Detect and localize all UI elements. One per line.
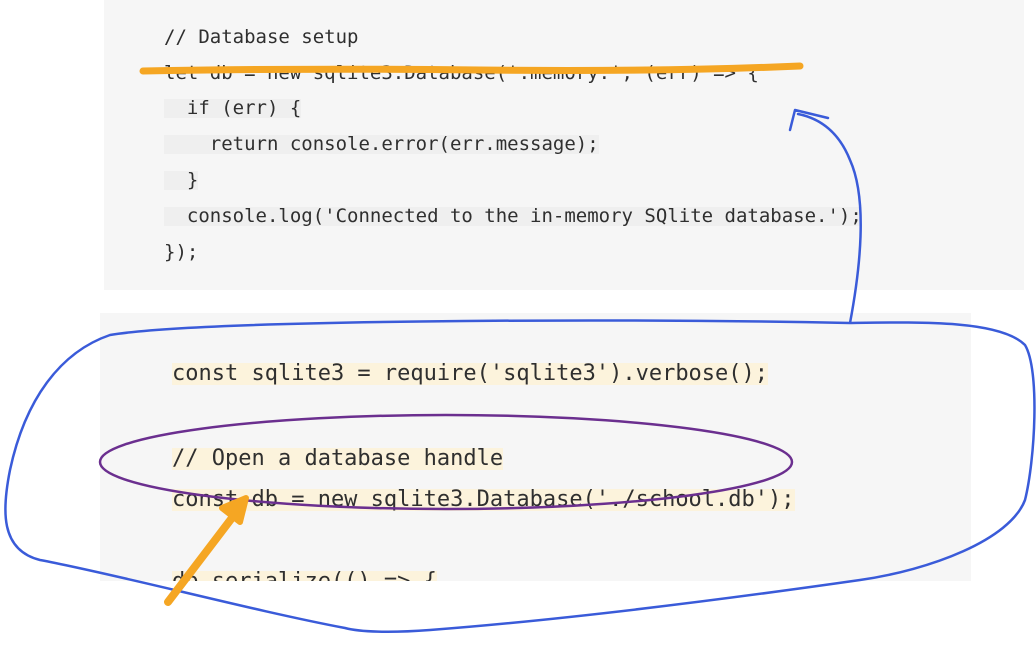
- code-snippet-bottom: const sqlite3 = require('sqlite3').verbo…: [100, 313, 971, 581]
- code-line-comment: // Open a database handle: [172, 446, 504, 471]
- code-line: console.log('Connected to the in-memory …: [164, 205, 862, 227]
- code-line: const db = new sqlite3.Database('./schoo…: [172, 487, 795, 512]
- code-line: return console.error(err.message);: [164, 133, 599, 155]
- code-snippet-top: // Database setup let db = new sqlite3.D…: [104, 0, 1024, 290]
- code-line: // Database setup: [164, 26, 359, 48]
- code-line: const sqlite3 = require('sqlite3').verbo…: [172, 361, 769, 386]
- code-line: if (err) {: [164, 97, 302, 119]
- code-line-cut: db.serialize(() => {: [172, 571, 437, 581]
- code-line: });: [164, 241, 199, 263]
- code-line: let db = new sqlite3.Database(':memory:'…: [164, 62, 759, 84]
- code-line: }: [164, 169, 199, 191]
